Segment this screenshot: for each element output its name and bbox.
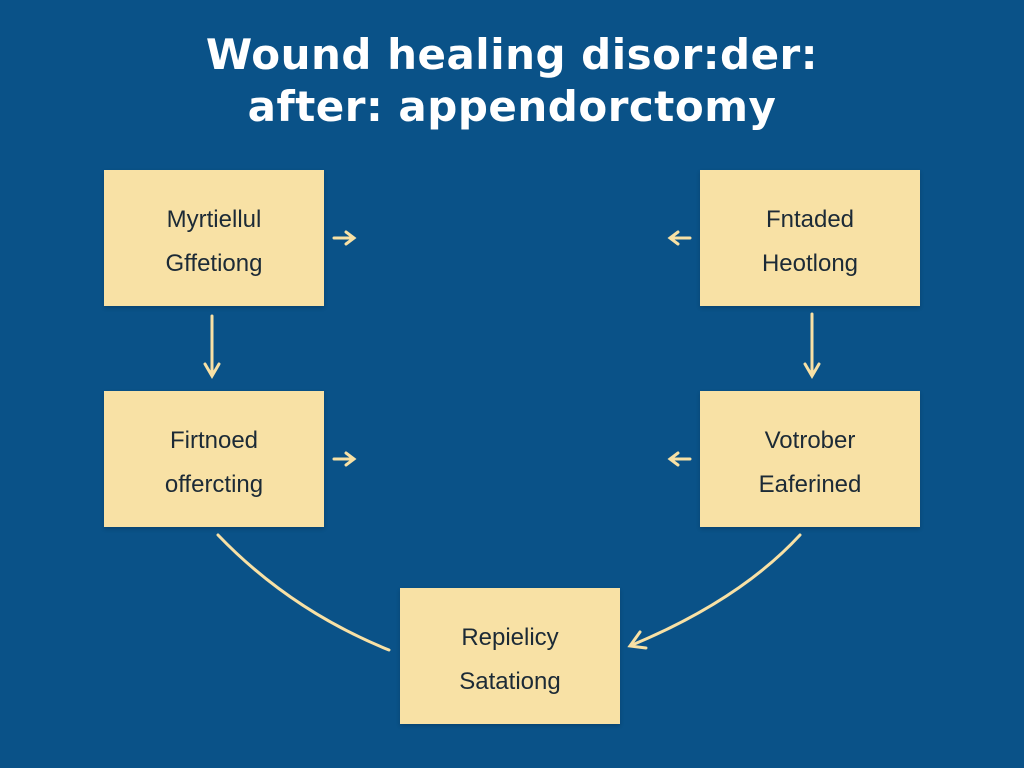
curve-right-to-bottom	[630, 533, 802, 647]
arrow-left-down	[203, 314, 221, 379]
arrow-middle-right-left	[667, 451, 692, 467]
arrow-top-left-right	[332, 230, 357, 246]
curve-left-to-bottom	[216, 533, 391, 652]
curve-right-arrowhead	[627, 630, 648, 650]
box-middle-right-line-2: Eaferined	[758, 471, 862, 498]
box-middle-right: Votrober Eaferined	[700, 391, 920, 527]
diagram-title-line-2: after: appendorctomy	[247, 82, 777, 131]
box-middle-left-line-2: offercting	[164, 471, 264, 498]
box-bottom-line-2: Satationg	[459, 668, 561, 695]
box-middle-right-line-1: Votrober	[764, 427, 856, 454]
box-bottom: Repielicy Satationg	[400, 588, 620, 724]
arrow-middle-left-right	[332, 451, 357, 467]
arrow-right-down	[803, 312, 821, 379]
diagram-title-line-1: Wound healing disor:der:	[205, 30, 819, 79]
box-top-right-line-1: Fntaded	[765, 206, 855, 233]
box-top-left-line-2: Gffetiong	[165, 250, 263, 277]
box-bottom-line-1: Repielicy	[461, 624, 559, 651]
box-top-left: Myrtiellul Gffetiong	[104, 170, 324, 306]
box-middle-left-line-1: Firtnoed	[169, 427, 259, 454]
arrow-top-right-left	[667, 230, 692, 246]
box-middle-left: Firtnoed offercting	[104, 391, 324, 527]
box-top-left-line-1: Myrtiellul	[166, 206, 262, 233]
box-top-right: Fntaded Heotlong	[700, 170, 920, 306]
box-top-right-line-2: Heotlong	[761, 250, 859, 277]
